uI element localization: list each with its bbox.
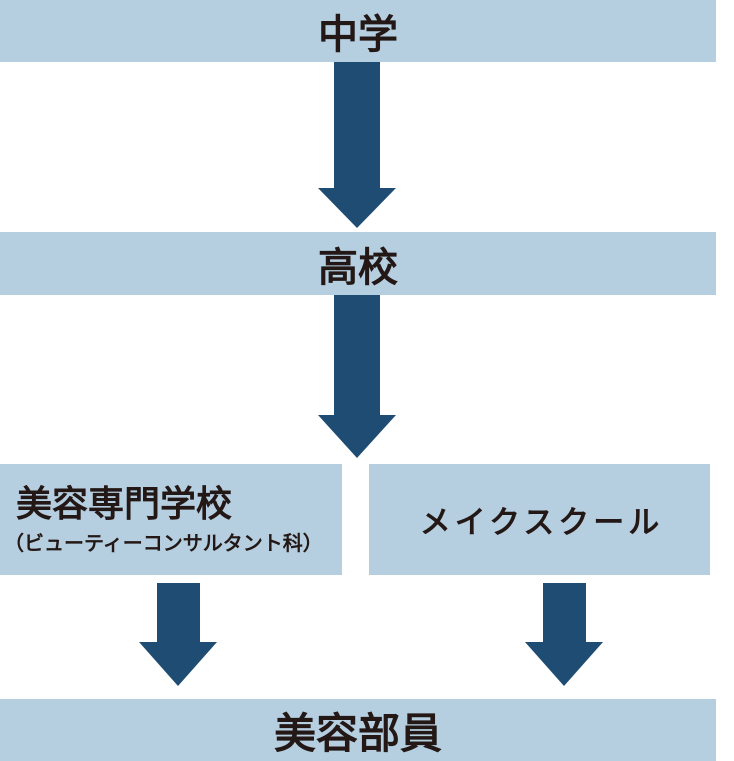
node-high-school: 高校 [0,232,716,295]
down-arrow-head [318,188,396,228]
node-beauty-advisor-label: 美容部員 [273,709,442,757]
down-arrow-shaft [334,295,380,415]
down-arrow-shaft [156,583,200,642]
down-arrow-head [139,642,217,686]
node-high-school-label: 高校 [318,245,398,290]
node-beauty-college-sublabel: （ビューティーコンサルタント科） [4,533,323,556]
node-makeup-school: メイクスクール [369,464,710,575]
node-beauty-advisor: 美容部員 [0,699,716,761]
node-beauty-college-label: 美容専門学校 [16,482,233,524]
node-beauty-college: 美容専門学校 （ビューティーコンサルタント科） [0,464,342,575]
down-arrow-shaft [334,62,380,188]
down-arrow-head [525,642,603,686]
node-junior-high-label: 中学 [318,13,398,57]
down-arrow-high-to-schools [318,295,396,458]
down-arrow-shaft [542,583,586,642]
down-arrow-makeup-to-advisor [525,583,603,686]
node-makeup-school-label: メイクスクール [419,505,664,540]
down-arrow-head [318,415,396,458]
node-junior-high: 中学 [0,0,716,62]
down-arrow-college-to-advisor [139,583,217,686]
down-arrow-junior-to-high [318,62,396,228]
